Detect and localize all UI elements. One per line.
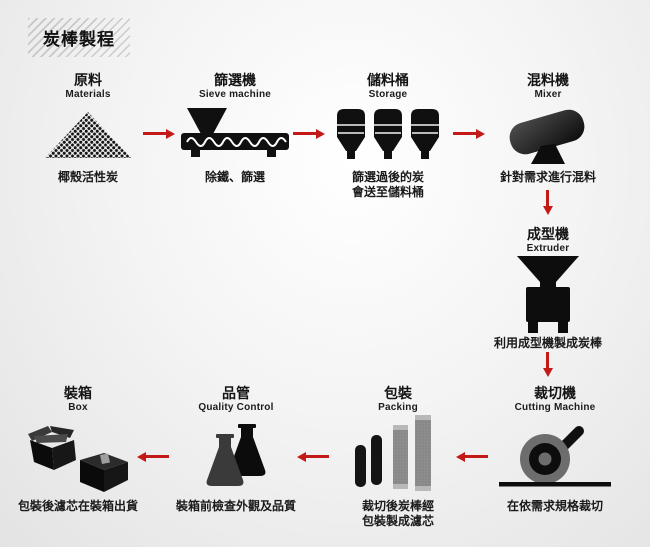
storage-silos-icon [337,109,439,159]
step-title: 原料 [74,72,102,88]
step-subtitle: Storage [368,89,408,100]
cutting-machine-icon [499,426,611,487]
step-subtitle: Mixer [534,89,562,100]
step-cutting: 裁切機 Cutting Machine 在依需求規格裁切 [480,385,630,514]
step-caption: 裝箱前檢查外觀及品質 [175,499,296,513]
flow-arrow-down-icon [546,352,549,368]
step-caption: 包裝後濾芯在裝箱出貨 [17,499,138,513]
step-box: 裝箱 Box 包裝後濾芯在裝箱出貨 [3,385,153,514]
flasks-icon [206,424,266,486]
step-subtitle: Sieve machine [198,89,272,100]
filter-rods-icon [355,415,431,491]
step-storage: 儲料桶 Storage 篩選過 [313,72,463,200]
step-title: 裝箱 [64,385,92,401]
step-title: 裁切機 [534,385,576,401]
step-title: 品管 [222,385,250,401]
flow-arrow-right-icon [293,132,316,135]
step-subtitle: Cutting Machine [514,402,596,413]
step-packing: 包裝 Packing [323,385,473,529]
step-title: 儲料桶 [367,72,409,88]
step-title: 篩選機 [214,72,256,88]
diagram-title-badge: 炭棒製程 [28,18,130,57]
carbon-pile-icon [45,112,131,158]
step-caption: 除鐵、篩選 [204,170,265,184]
step-subtitle: Materials [65,89,111,100]
flow-arrow-down-icon [546,190,549,206]
step-title: 混料機 [527,72,569,88]
step-caption: 利用成型機製成炭棒 [493,336,602,350]
step-materials: 原料 Materials 椰殼活性炭 [13,72,163,185]
step-qc: 品管 Quality Control 裝箱前檢查外觀及品質 [161,385,311,514]
flow-arrow-left-icon [146,455,169,458]
step-subtitle: Extruder [526,243,570,254]
step-extruder: 成型機 Extruder 利用成型機製成炭棒 [473,226,623,351]
boxes-icon [28,426,128,492]
step-caption: 針對需求進行混料 [499,170,596,184]
diagram-title: 炭棒製程 [43,30,115,49]
flow-arrow-right-icon [143,132,166,135]
step-mixer: 混料機 Mixer 針對需求進行混料 [473,72,623,185]
step-subtitle: Packing [378,402,418,413]
step-caption: 裁切後炭棒經 包裝製成濾芯 [361,499,434,528]
extruder-icon [517,256,579,333]
step-title: 成型機 [527,226,569,242]
flow-arrow-right-icon [453,132,476,135]
step-sieve: 篩選機 Sieve machine 除鐵、篩選 [160,72,310,185]
sieve-machine-icon [181,108,289,157]
step-caption: 椰殼活性炭 [57,170,118,184]
flow-arrow-left-icon [465,455,488,458]
flow-arrow-left-icon [306,455,329,458]
step-subtitle: Quality Control [198,402,274,413]
step-subtitle: Box [68,402,88,413]
step-caption: 篩選過後的炭 會送至儲料桶 [351,170,424,199]
mixer-icon [509,109,585,164]
step-title: 包裝 [384,385,412,401]
step-caption: 在依需求規格裁切 [506,499,603,513]
